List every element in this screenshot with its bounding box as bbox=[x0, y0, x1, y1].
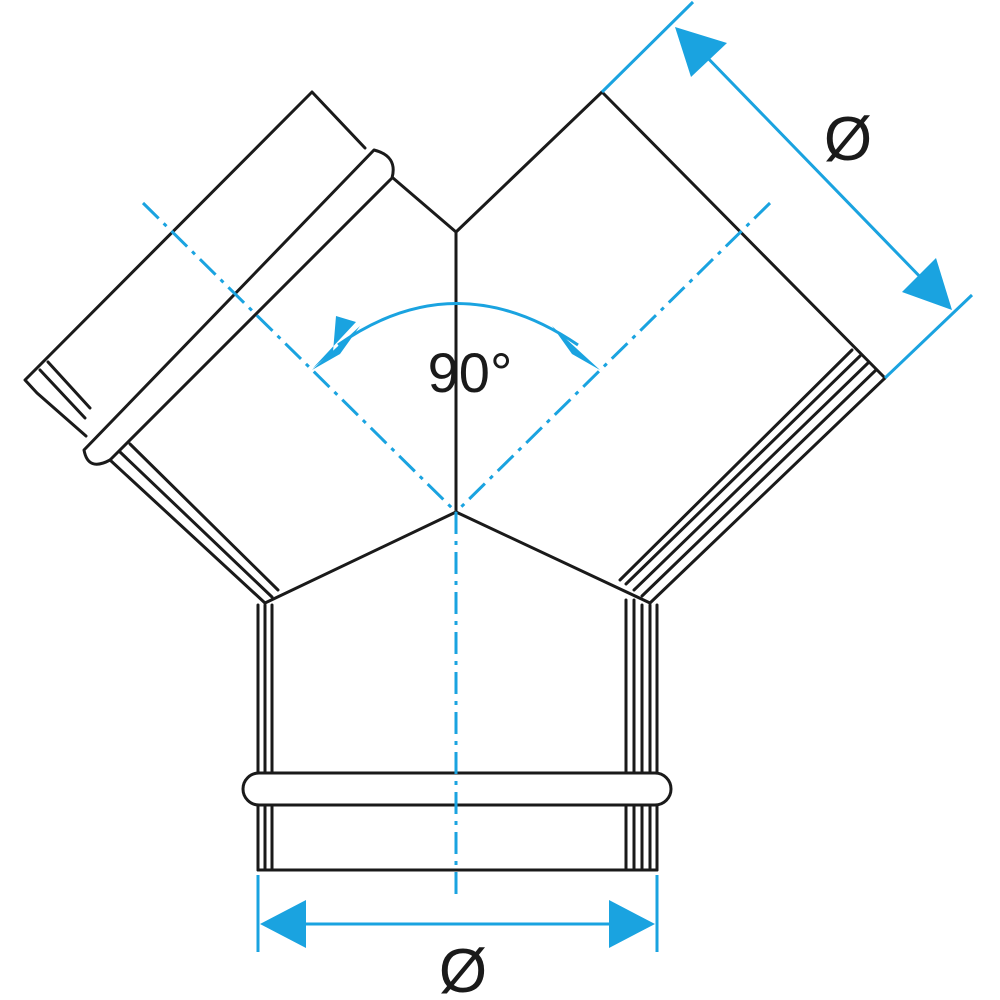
arrowheads bbox=[260, 27, 952, 948]
branch-dim-extension-top bbox=[600, 0, 695, 94]
fitting-outline bbox=[23, 90, 887, 872]
left-branch bbox=[23, 90, 395, 605]
left-branch-axis bbox=[141, 201, 458, 514]
left-sealing-bead bbox=[82, 148, 395, 466]
branch-diameter-label: Ø bbox=[824, 105, 872, 174]
angle-arrow-left-head bbox=[312, 326, 360, 370]
angle-arrow-right-head bbox=[552, 326, 600, 370]
left-collar bbox=[23, 90, 367, 438]
main-dim-arrow-left bbox=[260, 900, 306, 948]
branch-dim-arrow-bottom bbox=[902, 258, 952, 310]
dimension-layer bbox=[141, 0, 974, 952]
trunk bbox=[241, 598, 673, 872]
right-branch-end bbox=[600, 90, 887, 380]
right-branch-axis bbox=[454, 201, 772, 514]
branch-dim-extension-bottom bbox=[883, 293, 974, 380]
right-branch bbox=[600, 90, 887, 605]
branch-dim-arrow-top bbox=[675, 27, 727, 77]
angle-arc bbox=[337, 302, 579, 347]
main-diameter-label: Ø bbox=[439, 937, 487, 1000]
main-dim-arrow-right bbox=[609, 900, 655, 948]
top-notch bbox=[391, 90, 604, 234]
angle-label: 90° bbox=[428, 341, 513, 404]
angle-arrow-left bbox=[313, 316, 356, 368]
branch-dim-line bbox=[698, 48, 930, 287]
